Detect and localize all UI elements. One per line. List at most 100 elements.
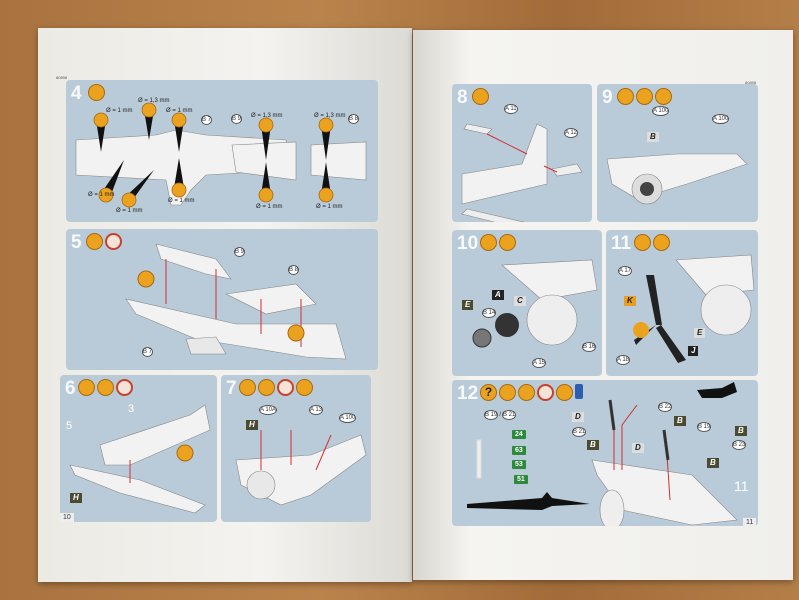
step-5-panel: 5 B 9 B 8 B 7 bbox=[66, 229, 378, 370]
sub-assembly-label: 11 bbox=[734, 478, 749, 494]
step-number: 4 bbox=[71, 83, 82, 104]
glue-icon bbox=[655, 88, 672, 105]
drill-label: Ø = 1,3 mm bbox=[251, 113, 283, 119]
wing-drilling-diagram bbox=[75, 102, 367, 208]
step-number: 6 bbox=[65, 378, 76, 399]
brush-icon bbox=[296, 379, 313, 396]
step-7-panel: 7 A 10A A 13 A 100 H bbox=[221, 375, 371, 522]
glue-icon bbox=[634, 234, 651, 251]
step-icons: ? bbox=[480, 384, 583, 401]
part-ref: A 17 bbox=[618, 266, 633, 276]
part-ref: B 19 / B 21 bbox=[484, 410, 517, 420]
color-tag: 24 bbox=[512, 430, 526, 439]
step-6-panel: 6 3 5 H bbox=[60, 375, 217, 522]
glue-icon bbox=[86, 233, 103, 250]
clock-icon bbox=[537, 384, 554, 401]
paint-icon bbox=[472, 88, 489, 105]
left-page: 80898 4 Ø = 1,3 mm Ø = 1 mm Ø = 1 mm Ø =… bbox=[38, 28, 412, 582]
part-ref: A 11 bbox=[504, 104, 518, 114]
decal: B bbox=[707, 458, 719, 468]
part-ref: A 10A bbox=[259, 405, 278, 415]
glue-icon bbox=[239, 379, 256, 396]
part-ref: B 16 bbox=[582, 342, 597, 352]
clock-icon bbox=[277, 379, 294, 396]
drill-label: Ø = 1 mm bbox=[166, 108, 193, 114]
step-8-panel: 8 A 11 A 12 bbox=[452, 84, 592, 222]
part-ref: B 9 bbox=[231, 114, 243, 124]
engine-diagram bbox=[472, 259, 598, 348]
part-ref: B 8 bbox=[348, 114, 360, 124]
step-11-panel: 11 K E J A 17 A 18 bbox=[606, 230, 758, 376]
step-number: 8 bbox=[457, 87, 468, 108]
landing-gear-diagram bbox=[467, 382, 738, 526]
step-icons bbox=[617, 88, 672, 105]
color-tag: 53 bbox=[512, 460, 526, 469]
decal-h: H bbox=[70, 493, 82, 503]
decal: K bbox=[624, 296, 636, 306]
step-number: 12 bbox=[457, 383, 479, 404]
decal: B bbox=[587, 440, 599, 450]
tail-diagram bbox=[461, 123, 583, 222]
part-ref: A 100 bbox=[652, 106, 670, 116]
drill-label: Ø = 1 mm bbox=[106, 108, 133, 114]
sub-assembly-label: 3 bbox=[128, 403, 135, 415]
part-ref: A 100 bbox=[712, 114, 730, 124]
page-number: 10 bbox=[60, 513, 74, 522]
step-icons bbox=[472, 88, 489, 105]
part-ref: B 7 bbox=[201, 115, 213, 125]
decal-icon bbox=[556, 384, 573, 401]
glue-icon bbox=[78, 379, 95, 396]
decal: E bbox=[694, 328, 706, 338]
part-ref: A 13 bbox=[309, 405, 324, 415]
part-ref: A 100 bbox=[339, 413, 357, 423]
paint-icon bbox=[653, 234, 670, 251]
decal: D bbox=[632, 443, 644, 453]
part-ref: A 12 bbox=[564, 128, 579, 138]
step-number: 5 bbox=[71, 232, 82, 253]
drill-label: Ø = 1,3 mm bbox=[314, 113, 346, 119]
paint-icon bbox=[258, 379, 275, 396]
decal: E bbox=[462, 300, 474, 310]
part-ref: B 19 bbox=[697, 422, 712, 432]
cockpit-diagram bbox=[235, 430, 367, 506]
paint-icon bbox=[499, 234, 516, 251]
decal: C bbox=[514, 296, 526, 306]
step-12-panel: 12 ? B 19 / B 21 B 22 B 21 B 19 B 23 D B… bbox=[452, 380, 758, 526]
decal-b: B bbox=[647, 132, 659, 142]
decal: D bbox=[572, 412, 584, 422]
right-page: 80898 8 A 11 A 12 9 A 100 A 100 B 10 E A… bbox=[413, 30, 793, 580]
decal: J bbox=[688, 346, 699, 356]
step-number: 7 bbox=[226, 378, 237, 399]
sub-assembly-label: 5 bbox=[66, 420, 73, 432]
step-number: 11 bbox=[611, 233, 632, 254]
part-ref: B 22 bbox=[658, 402, 673, 412]
decal: B bbox=[735, 426, 747, 436]
decal: B bbox=[674, 416, 686, 426]
step-icons bbox=[78, 379, 133, 396]
page-number: 11 bbox=[743, 518, 757, 527]
fuselage-wing-diagram bbox=[69, 404, 211, 514]
question-icon: ? bbox=[480, 384, 497, 401]
glue-icon bbox=[480, 234, 497, 251]
drill-label: Ø = 1 mm bbox=[256, 204, 283, 210]
step-number: 10 bbox=[457, 233, 479, 254]
booklet-code: 80898 bbox=[56, 75, 68, 80]
step-icons bbox=[239, 379, 313, 396]
color-tag: 63 bbox=[512, 446, 526, 455]
paint-icon bbox=[97, 379, 114, 396]
part-ref: B 8 bbox=[288, 265, 300, 275]
part-ref: B 14 bbox=[482, 308, 497, 318]
clock-icon bbox=[105, 233, 122, 250]
step-icons bbox=[86, 233, 122, 250]
part-ref: B 7 bbox=[142, 347, 154, 357]
part-ref: B 21 bbox=[572, 427, 587, 437]
booklet-code: 80898 bbox=[745, 80, 757, 85]
clock-icon bbox=[116, 379, 133, 396]
color-tag: 51 bbox=[514, 475, 528, 484]
step-number: 9 bbox=[602, 87, 613, 108]
step-icons bbox=[88, 84, 105, 101]
paint-icon bbox=[617, 88, 634, 105]
wing-assembly-diagram bbox=[125, 243, 347, 360]
step-icons bbox=[480, 234, 516, 251]
step-9-panel: 9 A 100 A 100 B bbox=[597, 84, 758, 222]
